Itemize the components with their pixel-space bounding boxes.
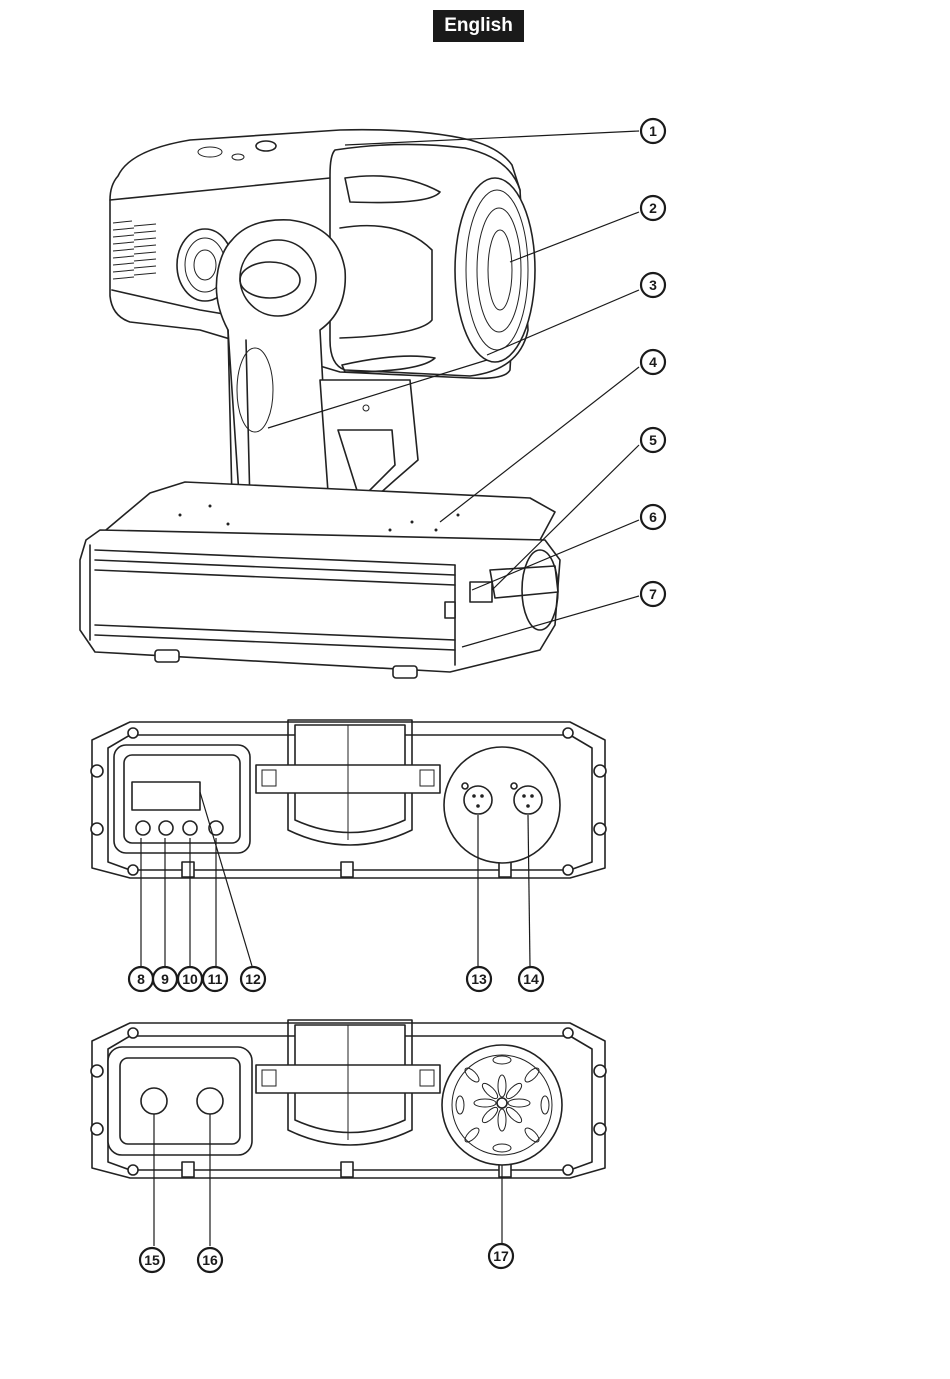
svg-text:4: 4 — [649, 354, 657, 370]
callout-10: 10 — [178, 967, 202, 991]
svg-text:17: 17 — [493, 1248, 509, 1264]
callout-4: 4 — [641, 350, 665, 374]
svg-text:2: 2 — [649, 200, 657, 216]
xlr-out — [514, 786, 542, 814]
lcd-display — [132, 782, 200, 810]
callout-15: 15 — [140, 1248, 164, 1272]
callout-5: 5 — [641, 428, 665, 452]
xlr-in — [464, 786, 492, 814]
svg-text:10: 10 — [182, 971, 198, 987]
svg-text:9: 9 — [161, 971, 169, 987]
svg-text:14: 14 — [523, 971, 539, 987]
button-down — [159, 821, 173, 835]
svg-text:11: 11 — [208, 971, 223, 987]
callout-7: 7 — [641, 582, 665, 606]
fuse-holder — [197, 1088, 223, 1114]
callout-16: 16 — [198, 1248, 222, 1272]
callout-9: 9 — [153, 967, 177, 991]
svg-text:3: 3 — [649, 277, 657, 293]
callout-3: 3 — [641, 273, 665, 297]
callout-6: 6 — [641, 505, 665, 529]
callout-17: 17 — [489, 1244, 513, 1268]
svg-text:16: 16 — [202, 1252, 218, 1268]
callout-12: 12 — [241, 967, 265, 991]
button-up — [183, 821, 197, 835]
svg-text:12: 12 — [245, 971, 261, 987]
svg-text:8: 8 — [137, 971, 145, 987]
svg-text:5: 5 — [649, 432, 657, 448]
svg-text:6: 6 — [649, 509, 657, 525]
power-in-socket — [141, 1088, 167, 1114]
callout-13: 13 — [467, 967, 491, 991]
front-lens — [455, 178, 535, 362]
moving-head-illustration — [80, 130, 560, 678]
button-menu — [136, 821, 150, 835]
callout-2: 2 — [641, 196, 665, 220]
callout-14: 14 — [519, 967, 543, 991]
svg-text:1: 1 — [649, 123, 657, 139]
callout-8: 8 — [129, 967, 153, 991]
callout-11: 11 — [203, 967, 227, 991]
svg-text:15: 15 — [144, 1252, 160, 1268]
svg-text:13: 13 — [471, 971, 487, 987]
front-panel — [91, 1020, 606, 1178]
svg-text:7: 7 — [649, 586, 657, 602]
base-fan-grille — [442, 1045, 562, 1165]
callout-1: 1 — [641, 119, 665, 143]
